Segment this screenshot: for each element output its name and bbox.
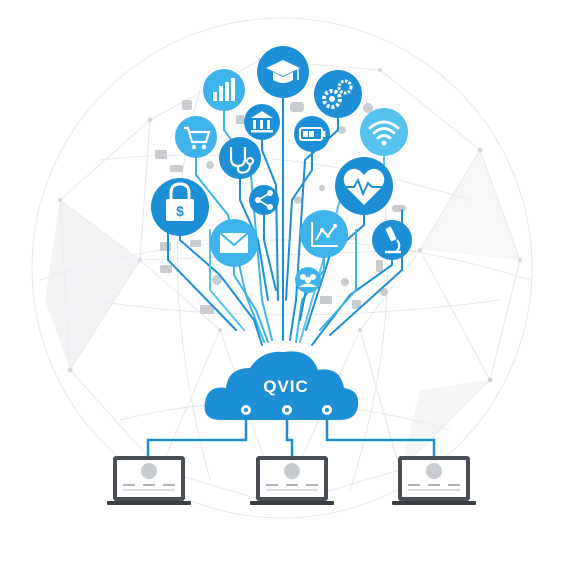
gray-cloud-icon <box>392 205 406 212</box>
qvic-cloud: QVIC <box>204 351 359 420</box>
laptop-right <box>392 456 476 505</box>
blue-icons: $ <box>151 46 412 293</box>
line-chart-icon <box>300 210 348 258</box>
gears-icon <box>314 70 362 118</box>
gray-monitor-icon <box>200 305 214 314</box>
gray-phone-icon <box>376 260 383 272</box>
battery-icon <box>294 116 330 152</box>
avatar-circle <box>426 463 442 479</box>
gray-clock-icon <box>294 196 302 204</box>
cloud-shape <box>204 351 359 420</box>
microscope-icon <box>372 220 412 260</box>
gray-pin-icon <box>206 161 214 169</box>
wifi-icon <box>360 108 408 156</box>
laptop-center <box>250 456 334 505</box>
gray-cart-icon <box>190 240 201 247</box>
share-icon <box>249 185 279 215</box>
gray-bag-icon <box>182 100 192 110</box>
gray-doc-icon <box>160 242 171 251</box>
heartbeat-icon <box>335 157 393 215</box>
padlock-dollar-icon: $ <box>151 178 209 236</box>
stethoscope-icon <box>219 137 261 179</box>
svg-text:$: $ <box>176 203 184 219</box>
envelope-icon <box>210 219 258 267</box>
avatar-circle <box>141 463 157 479</box>
gray-chat-icon <box>290 102 304 112</box>
gray-book-icon <box>155 150 167 159</box>
gray-cup-icon <box>236 115 244 124</box>
small-gray-icons <box>155 100 406 314</box>
gray-camera-icon <box>160 265 172 273</box>
gray-users-icon <box>380 288 388 296</box>
bar-chart-icon <box>203 69 245 111</box>
avatar-circle <box>284 463 300 479</box>
gray-car-icon <box>170 165 183 172</box>
gray-globe-icon <box>363 103 373 113</box>
gray-gear-icon <box>212 275 222 285</box>
laptop-connectors <box>146 415 436 458</box>
shopping-cart-icon <box>175 116 217 158</box>
gray-mail-icon <box>320 296 332 304</box>
gray-face-icon <box>341 278 349 286</box>
gray-lock-icon <box>352 300 361 309</box>
cloud-label: QVIC <box>263 377 309 396</box>
users-icon <box>295 267 321 293</box>
laptop-left <box>107 456 191 505</box>
gray-search-icon <box>338 126 346 134</box>
graduation-cap-icon <box>257 46 309 98</box>
gray-wifi-dot-icon <box>319 185 325 191</box>
bank-icon <box>244 104 280 140</box>
background-mesh-shade <box>45 150 520 470</box>
